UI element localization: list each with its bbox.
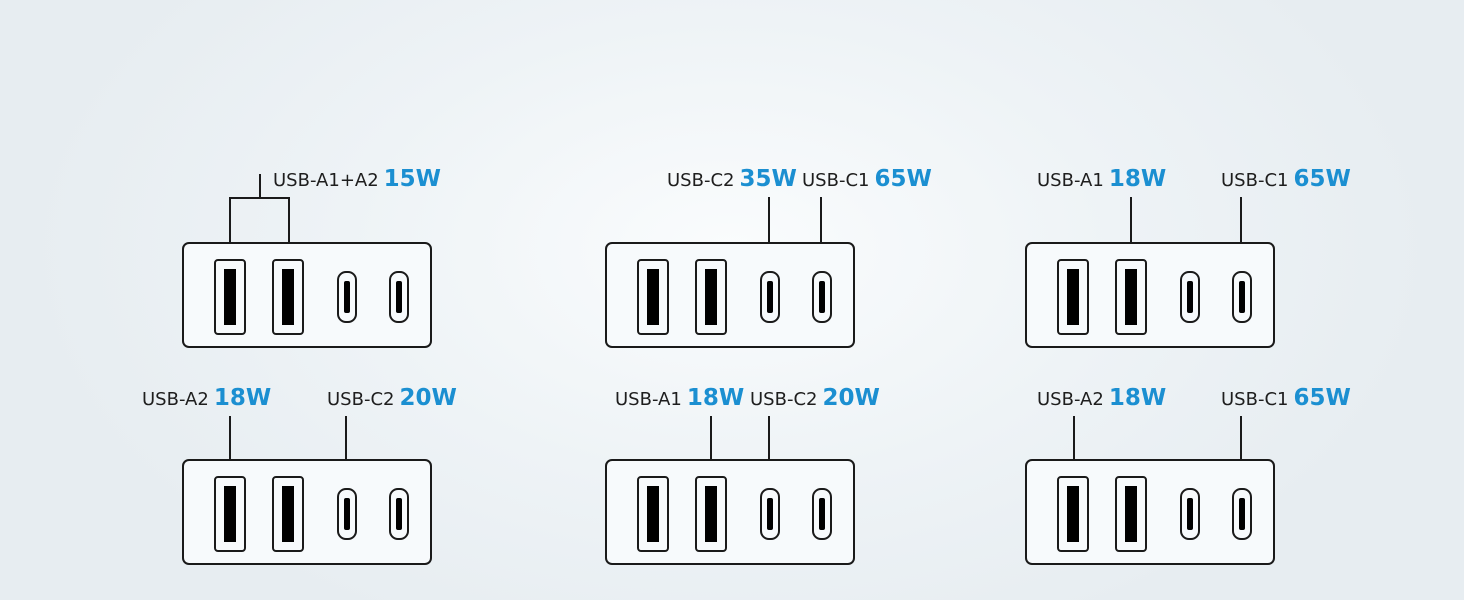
- port-name: USB-A1: [1037, 170, 1104, 191]
- wattage: 65W: [874, 166, 932, 192]
- port-name: USB-C1: [1221, 170, 1289, 191]
- port-name: USB-C1: [802, 170, 870, 191]
- connector-line: [1073, 416, 1075, 477]
- port-name: USB-A1+A2: [273, 170, 379, 191]
- connector-line: [768, 416, 770, 490]
- wattage: 20W: [822, 385, 880, 411]
- connector-line: [259, 174, 261, 198]
- connector-line: [1240, 197, 1242, 273]
- usb-a-port-icon: [637, 259, 669, 335]
- connector-line: [288, 197, 290, 260]
- usb-c-port-icon: [337, 488, 357, 540]
- usb-a-port-icon: [695, 259, 727, 335]
- usb-a-port-icon: [214, 259, 246, 335]
- wattage: 35W: [739, 166, 797, 192]
- port-name: USB-C1: [1221, 389, 1289, 410]
- connector-line: [1240, 416, 1242, 490]
- usb-c-port-icon: [337, 271, 357, 323]
- usb-a-port-icon: [272, 476, 304, 552]
- charger-face: [605, 242, 855, 348]
- port-name: USB-A2: [142, 389, 209, 410]
- usb-c-port-icon: [1180, 271, 1200, 323]
- port-name: USB-A2: [1037, 389, 1104, 410]
- charger-face: [605, 459, 855, 565]
- wattage: 18W: [686, 385, 745, 411]
- port-name: USB-C2: [750, 389, 818, 410]
- connector-line: [229, 197, 231, 260]
- usb-a-port-icon: [1115, 476, 1147, 552]
- usb-c-port-icon: [760, 488, 780, 540]
- wattage: 18W: [213, 385, 272, 411]
- charger-face: [1025, 459, 1275, 565]
- usb-a-port-icon: [1057, 259, 1089, 335]
- usb-a-port-icon: [1115, 259, 1147, 335]
- connector-line: [768, 197, 770, 273]
- usb-a-port-icon: [1057, 476, 1089, 552]
- wattage: 20W: [399, 385, 457, 411]
- usb-a-port-icon: [272, 259, 304, 335]
- charger-face: [1025, 242, 1275, 348]
- wattage: 18W: [1108, 166, 1167, 192]
- connector-line: [229, 416, 231, 477]
- usb-a-port-icon: [214, 476, 246, 552]
- wattage: 65W: [1293, 385, 1351, 411]
- usb-c-port-icon: [1232, 271, 1252, 323]
- wattage: 18W: [1108, 385, 1167, 411]
- connector-line: [710, 416, 712, 477]
- connector-line: [345, 416, 347, 490]
- usb-c-port-icon: [389, 271, 409, 323]
- usb-c-port-icon: [389, 488, 409, 540]
- charger-face: [182, 459, 432, 565]
- wattage: 15W: [383, 166, 442, 192]
- port-name: USB-C2: [667, 170, 735, 191]
- usb-c-port-icon: [1180, 488, 1200, 540]
- connector-line: [229, 197, 289, 199]
- charger-face: [182, 242, 432, 348]
- usb-a-port-icon: [637, 476, 669, 552]
- connector-line: [1130, 197, 1132, 260]
- connector-line: [820, 197, 822, 273]
- usb-c-port-icon: [1232, 488, 1252, 540]
- wattage: 65W: [1293, 166, 1351, 192]
- usb-c-port-icon: [812, 271, 832, 323]
- port-name: USB-A1: [615, 389, 682, 410]
- usb-a-port-icon: [695, 476, 727, 552]
- usb-c-port-icon: [812, 488, 832, 540]
- usb-c-port-icon: [760, 271, 780, 323]
- port-name: USB-C2: [327, 389, 395, 410]
